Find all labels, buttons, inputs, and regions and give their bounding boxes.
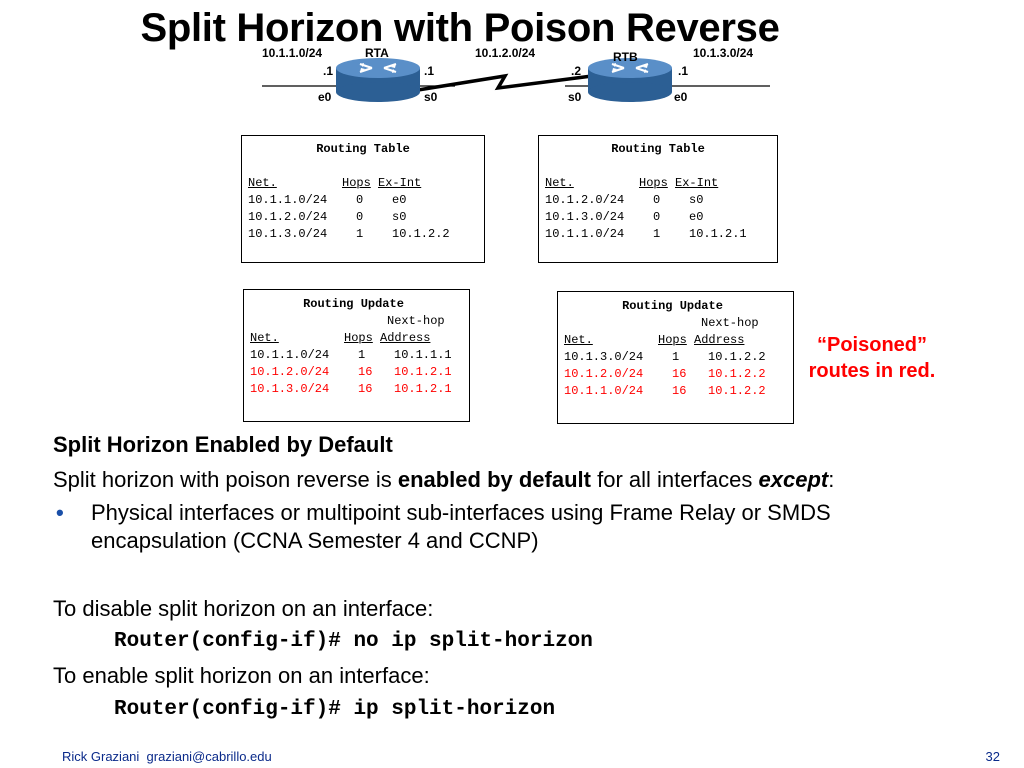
rtb-routing-update: Routing Update Next-hop Net.Hops Address…	[557, 291, 794, 424]
slide-title: Split Horizon with Poison Reverse	[140, 6, 780, 50]
rtb-s0-label: s0	[568, 90, 582, 104]
table-header-row: Net.Hops Ex-Int	[545, 176, 719, 190]
bullet-text-line-1: Physical interfaces or multipoint sub-in…	[91, 500, 831, 525]
footer-author: Rick Graziani	[62, 749, 140, 764]
bullet-text-line-2: encapsulation (CCNA Semester 4 and CCNP)	[91, 528, 539, 553]
update-nexthop-header: Next-hop	[701, 316, 759, 330]
router-rta-icon	[336, 58, 420, 102]
enable-command: Router(config-if)# ip split-horizon	[114, 698, 556, 721]
footer-credit: Rick Graziani graziani@cabrillo.edu	[62, 749, 272, 764]
rta-s0-host: .1	[424, 64, 435, 78]
rtb-routing-table: Routing Table Net.Hops Ex-Int 10.1.2.0/2…	[538, 135, 778, 263]
table-title: Routing Table	[611, 142, 705, 156]
rta-routing-table: Routing Table Net.Hops Ex-Int 10.1.1.0/2…	[241, 135, 485, 263]
section-heading: Split Horizon Enabled by Default	[53, 432, 393, 457]
router-rtb-icon	[588, 58, 672, 102]
net1-label: 10.1.1.0/24	[262, 46, 323, 60]
footer-email: graziani@cabrillo.edu	[146, 749, 272, 764]
rtb-e0-label: e0	[674, 90, 688, 104]
table-title: Routing Table	[316, 142, 410, 156]
net3-label: 10.1.3.0/24	[693, 46, 754, 60]
update-title: Routing Update	[622, 299, 723, 313]
network-topology	[262, 58, 770, 102]
rta-s0-label: s0	[424, 90, 438, 104]
poisoned-note-line2: routes in red.	[808, 360, 936, 382]
disable-label: To disable split horizon on an interface…	[53, 596, 434, 621]
poisoned-note: “Poisoned” routes in red.	[796, 332, 948, 384]
update-header-row: Net.Hops Address	[564, 333, 745, 347]
table-header-row: Net.Hops Ex-Int	[248, 176, 422, 190]
serial-link	[417, 73, 593, 92]
rtb-name: RTB	[613, 50, 638, 64]
rta-e0-host: .1	[323, 64, 334, 78]
rtb-s0-host: .2	[571, 64, 582, 78]
body-line-1: Split horizon with poison reverse is ena…	[53, 467, 835, 492]
update-header-row: Net.Hops Address	[250, 331, 431, 345]
update-title: Routing Update	[303, 297, 404, 311]
net2-label: 10.1.2.0/24	[475, 46, 536, 60]
rta-name: RTA	[365, 46, 389, 60]
bullet-icon: •	[56, 500, 64, 525]
page-number: 32	[985, 749, 1000, 764]
rta-routing-update: Routing Update Next-hop Net.Hops Address…	[243, 289, 470, 422]
disable-command: Router(config-if)# no ip split-horizon	[114, 630, 593, 653]
poisoned-note-line1: “Poisoned”	[816, 334, 927, 356]
enable-label: To enable split horizon on an interface:	[53, 663, 430, 688]
rtb-e0-host: .1	[678, 64, 689, 78]
update-nexthop-header: Next-hop	[387, 314, 445, 328]
rta-e0-label: e0	[318, 90, 332, 104]
